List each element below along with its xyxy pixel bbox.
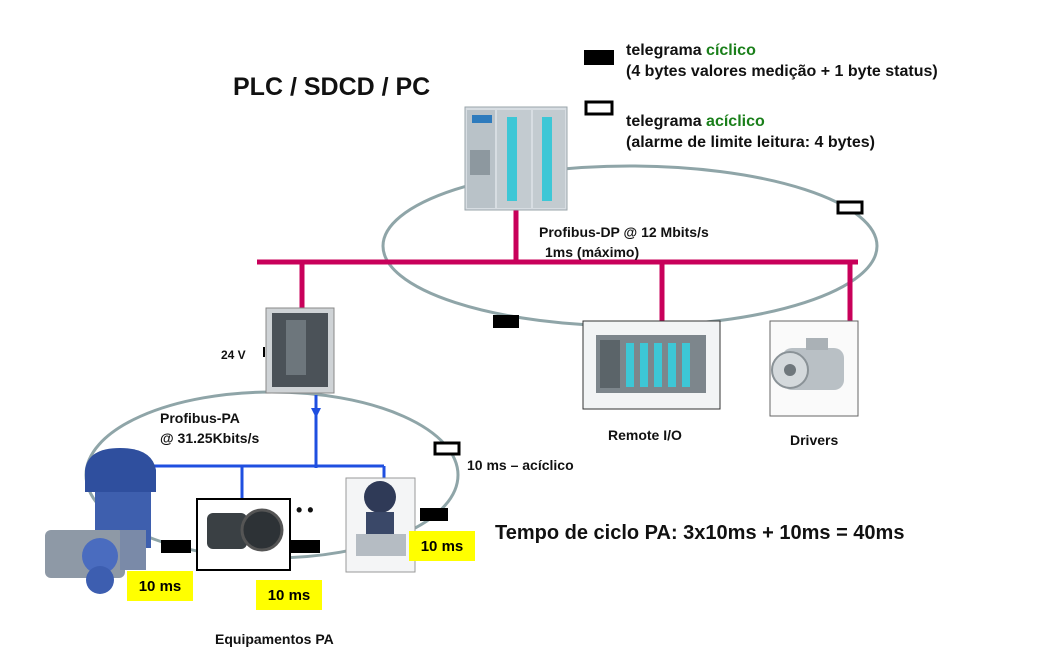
profibus-dp-bus	[257, 210, 858, 322]
devices-label: Equipamentos PA	[215, 631, 334, 647]
plc-device-icon	[464, 106, 568, 211]
pa-cycle-time-label: Tempo de ciclo PA: 3x10ms + 10ms = 40ms	[495, 522, 905, 544]
dp-bus-label-line1: Profibus-DP @ 12 Mbits/s	[539, 224, 709, 240]
device-time-badge-1: 10 ms	[127, 571, 193, 601]
remote-io-label: Remote I/O	[608, 427, 682, 443]
more-devices-ellipsis: • •	[296, 500, 314, 520]
pa-bus-label-line1: Profibus-PA	[160, 410, 240, 426]
drivers-label: Drivers	[790, 432, 839, 448]
device-time-badge-2: 10 ms	[256, 580, 322, 610]
pa-bus-label-line2: @ 31.25Kbits/s	[160, 430, 260, 446]
acyclic-legend-detail: (alarme de limite leitura: 4 bytes)	[626, 134, 875, 151]
page-title: PLC / SDCD / PC	[233, 73, 431, 101]
device-time-badge-3: 10 ms	[409, 531, 475, 561]
cyclic-telegram-marker	[584, 50, 614, 65]
remote-io-icon	[582, 320, 721, 410]
pa-cyclic-telegram-2	[290, 540, 320, 553]
profibus-pa-bus	[140, 395, 386, 500]
pa-cyclic-telegram-1	[161, 540, 191, 553]
cyclic-legend: telegrama cíclico (4 bytes valores mediç…	[626, 40, 938, 82]
coupler-voltage-label: 24 V	[221, 348, 246, 362]
dp-cyclic-telegram	[493, 315, 519, 328]
acyclic-telegram-marker	[584, 100, 614, 116]
dp-pa-coupler-icon	[263, 307, 335, 394]
acyclic-legend-word: acíclico	[706, 113, 765, 130]
dp-bus-label-line2: 1ms (máximo)	[545, 244, 640, 260]
pa-transmitter-icon	[196, 498, 291, 571]
pa-bus-arrowhead	[311, 408, 321, 418]
pa-acyclic-time-label: 10 ms – acíclico	[467, 457, 574, 473]
cyclic-legend-prefix: telegrama	[626, 42, 707, 59]
pa-cyclic-telegram-3	[420, 508, 448, 521]
acyclic-legend-prefix: telegrama	[626, 113, 707, 130]
drive-motor-icon	[769, 320, 859, 417]
cyclic-legend-detail: (4 bytes valores medição + 1 byte status…	[626, 63, 938, 80]
acyclic-legend: telegrama acíclico (alarme de limite lei…	[626, 111, 875, 153]
dp-acyclic-telegram	[836, 200, 864, 215]
pa-acyclic-telegram	[433, 441, 461, 456]
valve-positioner-icon	[45, 448, 156, 594]
pressure-transmitter-icon	[345, 477, 416, 573]
cyclic-legend-word: cíclico	[706, 42, 756, 59]
